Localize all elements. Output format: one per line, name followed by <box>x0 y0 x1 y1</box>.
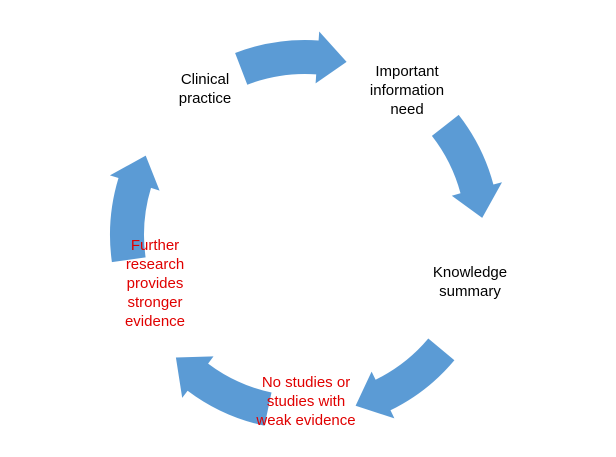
node-line: evidence <box>124 313 186 330</box>
node-line: need <box>390 101 424 118</box>
node-line: weak evidence <box>256 412 356 429</box>
arrow-summary-to-nostudies <box>355 338 455 419</box>
node-line: information <box>369 82 445 99</box>
node-further-research: Further research provides stronger evide… <box>100 236 210 331</box>
arrow-practice-to-need <box>235 31 347 85</box>
node-line: practice <box>178 90 232 107</box>
node-line: Important <box>375 63 439 80</box>
node-line: research <box>125 256 185 273</box>
node-line: provides <box>126 275 184 292</box>
node-no-studies: No studies or studies with weak evidence <box>250 373 362 430</box>
node-line: summary <box>439 283 501 300</box>
arrow-further-to-practice <box>109 155 160 263</box>
node-line: Clinical <box>180 71 230 88</box>
node-clinical-practice: Clinical practice <box>160 70 250 108</box>
node-line: studies with <box>266 393 346 410</box>
node-important-information-need: Important information need <box>352 62 462 119</box>
node-line: stronger <box>127 294 183 311</box>
node-knowledge-summary: Knowledge summary <box>418 263 522 301</box>
arrow-nostudies-to-further <box>175 356 272 426</box>
arrow-need-to-summary <box>431 114 502 218</box>
node-line: No studies or <box>261 374 351 391</box>
node-line: Further <box>130 237 180 254</box>
node-line: Knowledge <box>432 264 508 281</box>
